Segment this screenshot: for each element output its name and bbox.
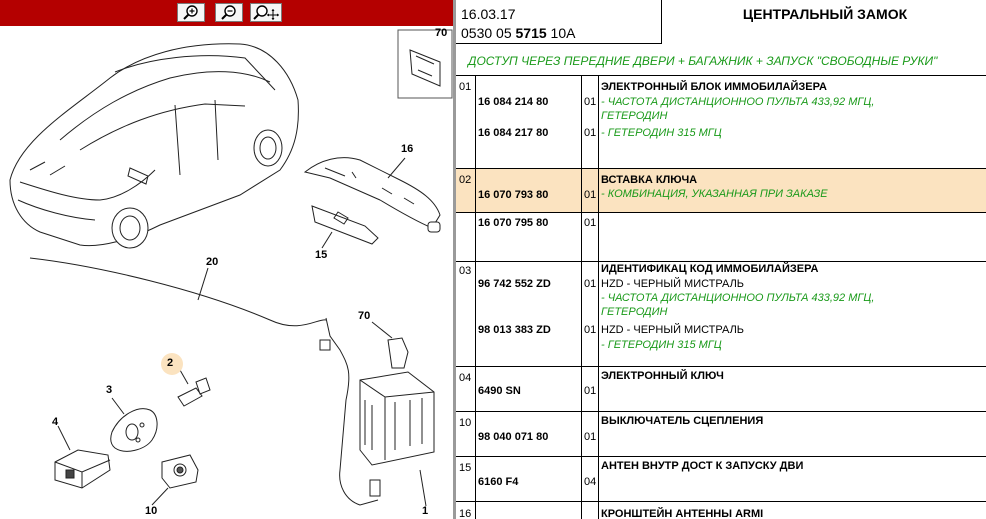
part-number[interactable]: 98 040 071 80 [478, 431, 549, 443]
header-code-bold: 5715 [515, 25, 547, 41]
callout-70-inset[interactable]: 70 [435, 27, 448, 39]
callout-16[interactable]: 16 [401, 143, 414, 155]
row-index: 16 [459, 508, 472, 519]
table-row-16[interactable]: 16 КРОНШТЕЙН АНТЕННЫ ARMI [456, 502, 986, 519]
zoom-move-button[interactable] [250, 3, 282, 22]
part-qty: 01 [584, 431, 597, 443]
header-code: 0530 05 5715 10A [461, 25, 575, 41]
row-index: 15 [459, 462, 472, 474]
part-qty: 01 [584, 96, 597, 108]
part-number[interactable]: 16 084 214 80 [478, 96, 549, 108]
row-index: 01 [459, 81, 472, 93]
drawing-toolbar [0, 0, 453, 26]
part-note: ГЕТЕРОДИН [601, 110, 668, 122]
zoom-out-button[interactable] [215, 3, 243, 22]
row-index: 04 [459, 372, 472, 384]
row-title: ВСТАВКА КЛЮЧА [601, 174, 698, 186]
part-number[interactable]: 6490 SN [478, 385, 521, 397]
callout-2[interactable]: 2 [167, 357, 174, 369]
part-number[interactable]: 16 070 793 80 [478, 189, 549, 201]
zoom-in-button[interactable] [177, 3, 205, 22]
zoom-out-icon [221, 5, 236, 20]
car-illustration [9, 43, 299, 249]
row-title: ИДЕНТИФИКАЦ КОД ИММОБИЛАЙЗЕРА [601, 263, 819, 275]
table-row-01[interactable]: 01 ЭЛЕКТРОННЫЙ БЛОК ИММОБИЛАЙЗЕРА 16 084… [456, 76, 986, 168]
table-row-10[interactable]: 10 ВЫКЛЮЧАТЕЛЬ СЦЕПЛЕНИЯ 98 040 071 80 0… [456, 412, 986, 456]
drawing-pane[interactable]: 70 16 15 20 70 2 3 4 10 1 [0, 0, 453, 519]
callout-1[interactable]: 1 [422, 505, 429, 517]
part-qty: 04 [584, 476, 597, 488]
callout-3[interactable]: 3 [106, 384, 113, 396]
row-title: АНТЕН ВНУТР ДОСТ К ЗАПУСКУ ДВИ [601, 460, 804, 472]
header-code-suffix: 10A [546, 25, 576, 41]
part-qty: 01 [584, 127, 597, 139]
callout-10[interactable]: 10 [145, 505, 158, 517]
part-color: HZD - ЧЕРНЫЙ МИСТРАЛЬ [601, 278, 745, 290]
part-number[interactable]: 98 013 383 ZD [478, 324, 551, 336]
parts-table: 16.03.17 0530 05 5715 10A ЦЕНТРАЛЬНЫЙ ЗА… [456, 0, 986, 519]
header-subtitle: ДОСТУП ЧЕРЕЗ ПЕРЕДНИЕ ДВЕРИ + БАГАЖНИК +… [468, 54, 938, 68]
zoom-in-icon [183, 5, 198, 20]
row-title: КРОНШТЕЙН АНТЕННЫ ARMI [601, 508, 764, 519]
part-note: ГЕТЕРОДИН [601, 306, 668, 318]
table-row-03[interactable]: 03 ИДЕНТИФИКАЦ КОД ИММОБИЛАЙЗЕРА 96 742 … [456, 262, 986, 366]
part-number[interactable]: 96 742 552 ZD [478, 278, 551, 290]
pane-divider[interactable] [453, 0, 456, 519]
part-color: HZD - ЧЕРНЫЙ МИСТРАЛЬ [601, 324, 745, 336]
row-index: 10 [459, 417, 472, 429]
row-title: ВЫКЛЮЧАТЕЛЬ СЦЕПЛЕНИЯ [601, 415, 764, 427]
callout-70[interactable]: 70 [358, 310, 371, 322]
table-row-02[interactable]: 02 ВСТАВКА КЛЮЧА 16 070 793 80 01 - КОМБ… [456, 169, 986, 212]
part-note: - ГЕТЕРОДИН 315 МГЦ [601, 127, 722, 139]
callout-2-highlight [161, 353, 183, 375]
callout-15[interactable]: 15 [315, 249, 328, 261]
table-row-15[interactable]: 15 АНТЕН ВНУТР ДОСТ К ЗАПУСКУ ДВИ 6160 F… [456, 457, 986, 501]
part-qty: 01 [584, 217, 597, 229]
row-index: 02 [459, 174, 472, 186]
part-note: - ГЕТЕРОДИН 315 МГЦ [601, 339, 722, 351]
row-title: ЭЛЕКТРОННЫЙ БЛОК ИММОБИЛАЙЗЕРА [601, 81, 827, 93]
part-qty: 01 [584, 324, 597, 336]
row-index: 03 [459, 265, 472, 277]
callout-4[interactable]: 4 [52, 416, 59, 428]
part-note: - ЧАСТОТА ДИСТАНЦИОННОО ПУЛЬТА 433,92 МГ… [601, 292, 875, 304]
part-number[interactable]: 16 084 217 80 [478, 127, 549, 139]
header-date: 16.03.17 [461, 6, 516, 22]
part-note: - ЧАСТОТА ДИСТАНЦИОННОО ПУЛЬТА 433,92 МГ… [601, 96, 875, 108]
header-code-prefix: 0530 05 [461, 25, 516, 41]
part-note: - КОМБИНАЦИЯ, УКАЗАННАЯ ПРИ ЗАКАЗЕ [601, 188, 828, 200]
table-row-02b[interactable]: 16 070 795 80 01 [456, 213, 986, 261]
table-row-04[interactable]: 04 ЭЛЕКТРОННЫЙ КЛЮЧ 6490 SN 01 [456, 367, 986, 411]
part-number[interactable]: 16 070 795 80 [478, 217, 549, 229]
part-number[interactable]: 6160 F4 [478, 476, 519, 488]
zoom-move-icon [253, 5, 279, 20]
header-title: ЦЕНТРАЛЬНЫЙ ЗАМОК [742, 6, 908, 22]
parts-drawing [9, 29, 453, 507]
part-qty: 01 [584, 278, 597, 290]
callout-20[interactable]: 20 [206, 256, 219, 268]
part-qty: 01 [584, 189, 597, 201]
row-title: ЭЛЕКТРОННЫЙ КЛЮЧ [601, 370, 724, 382]
part-qty: 01 [584, 385, 597, 397]
